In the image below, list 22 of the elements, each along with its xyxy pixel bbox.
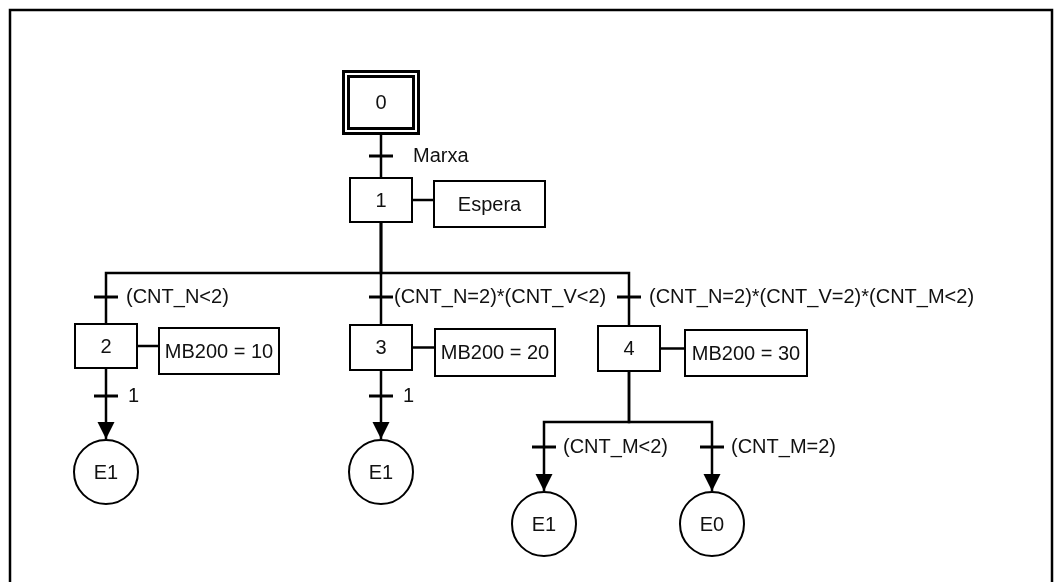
arrow: [627, 372, 721, 491]
step-box: 2: [74, 323, 138, 369]
action-box: Espera: [433, 180, 546, 228]
arrow: [97, 369, 115, 439]
connector-line: [379, 223, 631, 325]
connector-line: [138, 344, 158, 348]
action-box: MB200 = 20: [434, 328, 556, 377]
step-box: 3: [349, 324, 413, 371]
step-reference-circle: E1: [511, 491, 577, 557]
step-reference-circle: E1: [348, 439, 414, 505]
connector-line: [661, 347, 684, 350]
step-box: 4: [597, 325, 661, 372]
action-box: MB200 = 30: [684, 329, 808, 377]
initial-step-box: 0: [342, 70, 420, 135]
arrow: [372, 371, 390, 439]
step-box: 1: [349, 177, 413, 223]
connector-line: [379, 135, 383, 177]
connector-line: [413, 198, 433, 202]
action-box: MB200 = 10: [158, 327, 280, 375]
step-reference-circle: E0: [679, 491, 745, 557]
connector-line: [413, 346, 434, 349]
step-reference-circle: E1: [73, 439, 139, 505]
